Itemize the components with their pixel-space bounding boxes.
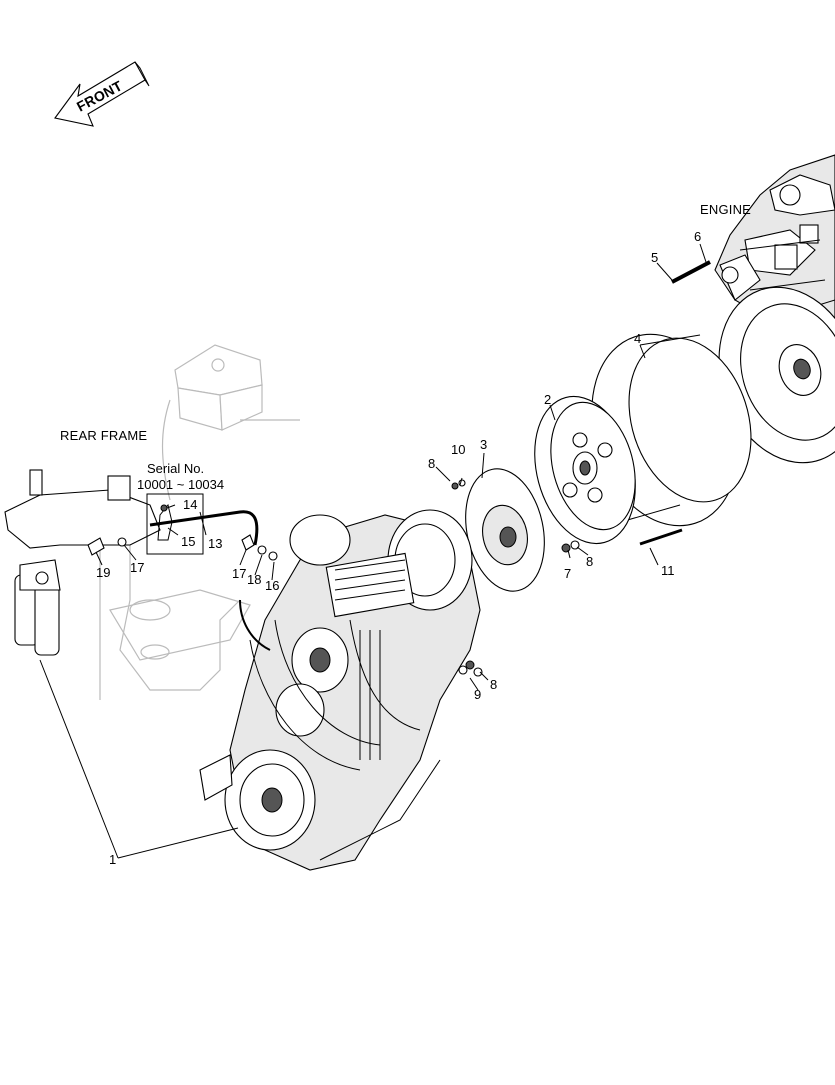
part-4-flywheel-housing bbox=[591, 333, 752, 527]
callout-9: 9 bbox=[474, 687, 481, 702]
callout-8-c: 8 bbox=[490, 677, 497, 692]
callout-numbers: 1 2 3 4 5 6 7 8 8 8 9 10 11 13 14 15 16 … bbox=[96, 229, 701, 867]
serial-title: Serial No. bbox=[147, 461, 204, 476]
part-2-drive-plate bbox=[534, 395, 636, 545]
callout-13: 13 bbox=[208, 536, 222, 551]
oil-filters bbox=[14, 559, 61, 656]
engine-flywheel bbox=[718, 286, 835, 464]
callout-10: 10 bbox=[451, 442, 465, 457]
callout-18: 18 bbox=[247, 572, 261, 587]
part-3-flex-plate bbox=[465, 468, 545, 592]
callout-6: 6 bbox=[694, 229, 701, 244]
callout-17-b: 17 bbox=[232, 566, 246, 581]
engine-caption: ENGINE bbox=[700, 202, 751, 217]
callout-17-a: 17 bbox=[130, 560, 144, 575]
part-6-stud bbox=[671, 260, 711, 284]
callout-1: 1 bbox=[109, 852, 116, 867]
callout-8-b: 8 bbox=[586, 554, 593, 569]
part-1-transmission bbox=[199, 509, 481, 871]
callout-2: 2 bbox=[544, 392, 551, 407]
callout-15: 15 bbox=[181, 534, 195, 549]
serial-number-box: Serial No. 10001 ~ 10034 bbox=[137, 461, 224, 555]
rear-frame-caption: REAR FRAME bbox=[60, 428, 147, 443]
callout-11: 11 bbox=[661, 563, 675, 578]
callout-16: 16 bbox=[265, 578, 279, 593]
callout-3: 3 bbox=[480, 437, 487, 452]
callout-leaders bbox=[39, 243, 707, 859]
callout-4: 4 bbox=[634, 331, 641, 346]
part-13-hose bbox=[149, 510, 271, 651]
serial-range: 10001 ~ 10034 bbox=[137, 477, 224, 492]
callout-7: 7 bbox=[564, 566, 571, 581]
callout-8-a: 8 bbox=[428, 456, 435, 471]
callout-5: 5 bbox=[651, 250, 658, 265]
part-11-long-bolt bbox=[639, 528, 683, 546]
fittings bbox=[87, 534, 278, 561]
rear-frame: REAR FRAME bbox=[60, 344, 300, 700]
front-direction-arrow: FRONT bbox=[54, 61, 150, 127]
callout-14: 14 bbox=[183, 497, 197, 512]
filter-bracket bbox=[4, 469, 161, 549]
callout-19: 19 bbox=[96, 565, 110, 580]
